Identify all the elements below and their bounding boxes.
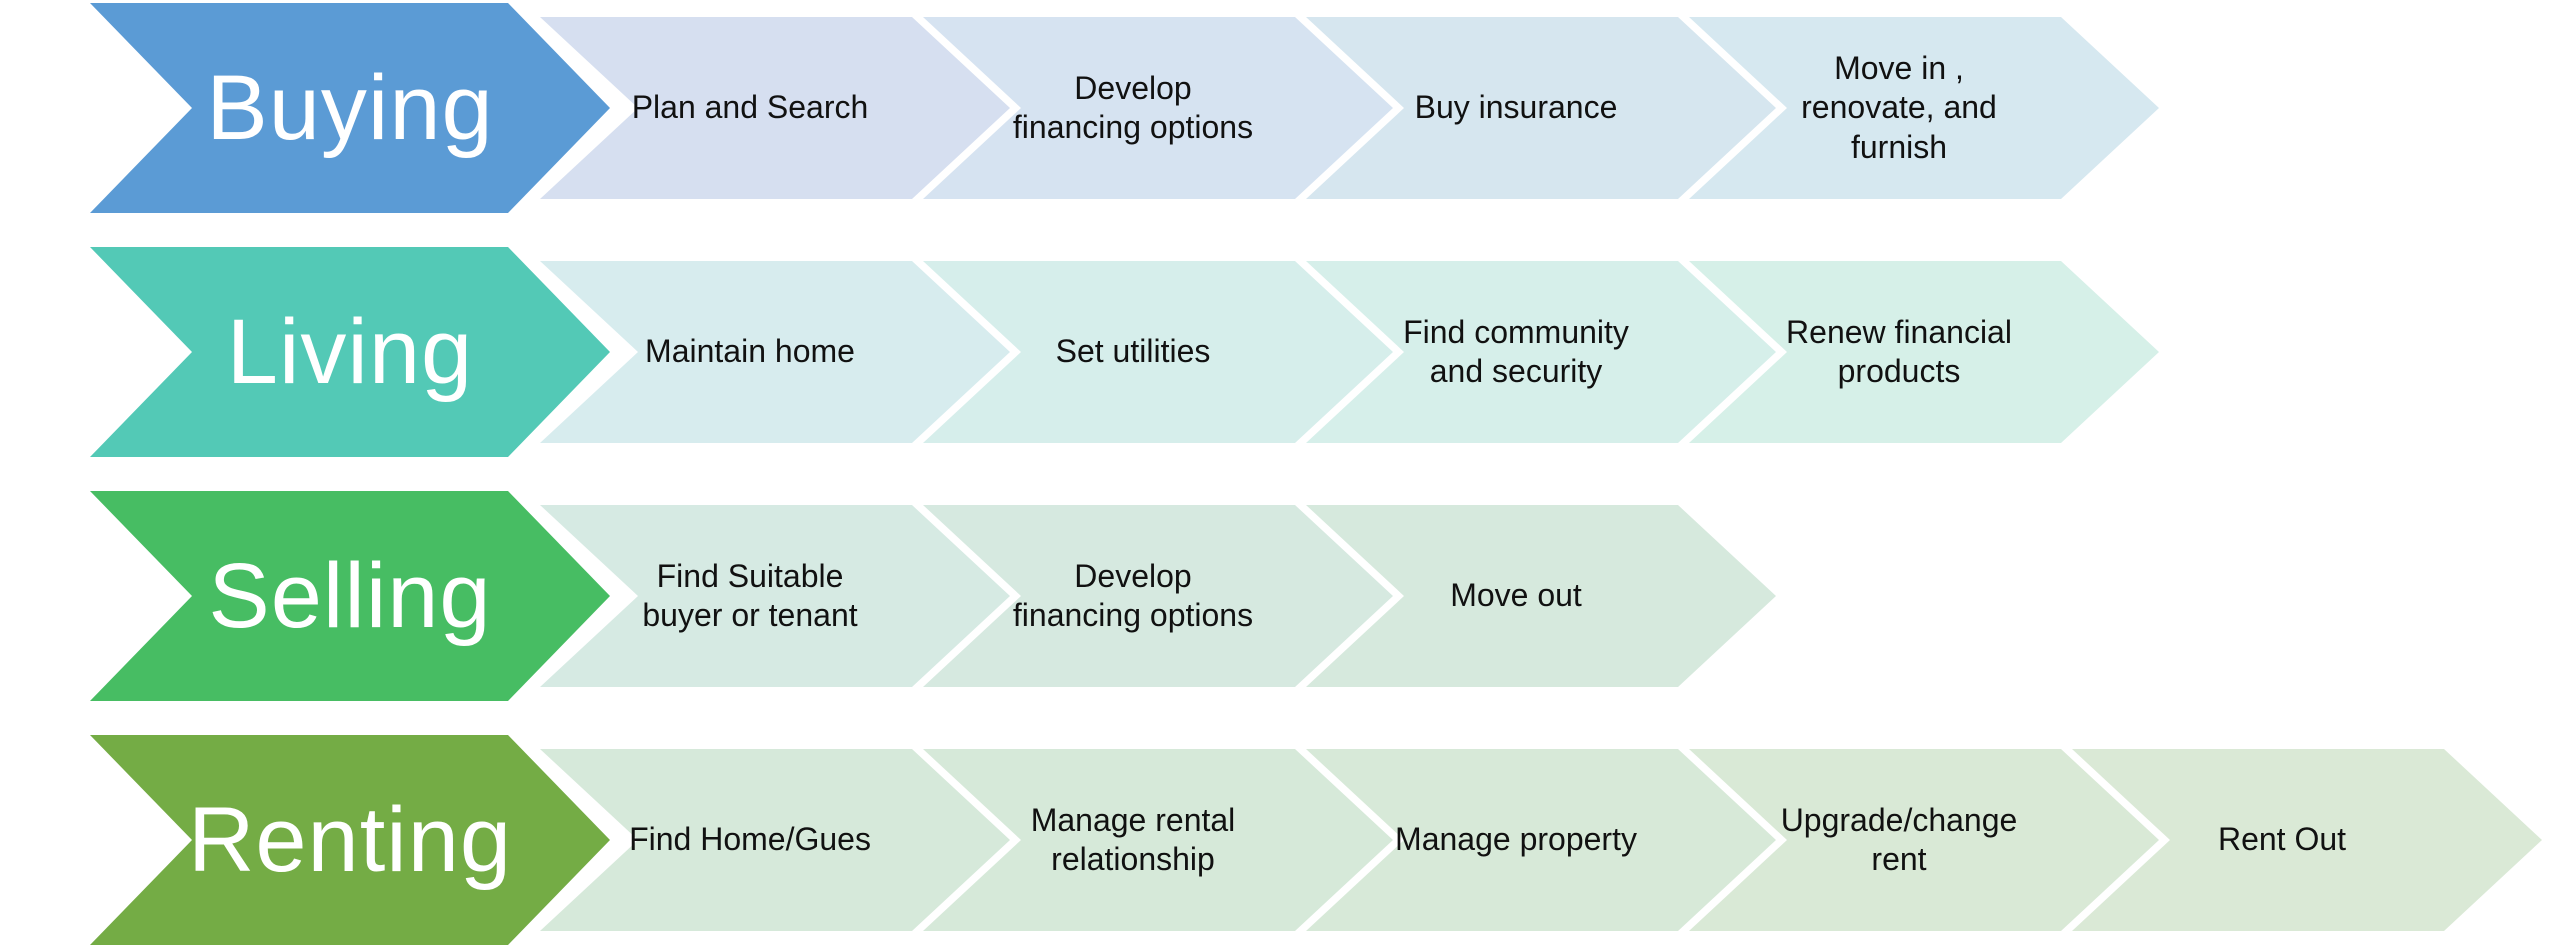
step-chevron: Maintain home bbox=[540, 261, 1010, 443]
stage-label: Buying bbox=[206, 56, 494, 159]
step-chevron-shape bbox=[1689, 261, 2159, 443]
stage-label: Selling bbox=[208, 544, 492, 647]
step-chevron: Develop financing options bbox=[923, 505, 1393, 687]
step-chevron-shape bbox=[1689, 749, 2159, 931]
row-living: Maintain home Set utilities Find community… bbox=[0, 247, 2560, 457]
step-label: Manage rental relationship bbox=[1030, 801, 1236, 877]
step-chevron-shape bbox=[923, 749, 1393, 931]
step-chevron: Renew financial products bbox=[1689, 261, 2159, 443]
step-chevron-shape bbox=[923, 505, 1393, 687]
step-chevron: Rent Out bbox=[2072, 749, 2542, 931]
step-label: Upgrade/change rent bbox=[1780, 801, 2018, 877]
step-chevron-shape bbox=[1306, 261, 1776, 443]
step-chevron: Manage property bbox=[1306, 749, 1776, 931]
step-label: Move in , renovate, and furnish bbox=[1801, 50, 1997, 165]
step-label: Rent Out bbox=[2217, 821, 2347, 858]
step-chevron: Find Home/Gues bbox=[540, 749, 1010, 931]
step-label: Find community and security bbox=[1403, 313, 1629, 389]
step-chevron: Upgrade/change rent bbox=[1689, 749, 2159, 931]
step-chevron: Find community and security bbox=[1306, 261, 1776, 443]
step-label: Maintain home bbox=[645, 333, 855, 370]
step-label: Move out bbox=[1450, 577, 1582, 614]
step-chevron: Set utilities bbox=[923, 261, 1393, 443]
step-chevron-shape bbox=[923, 261, 1393, 443]
step-label: Develop financing options bbox=[1012, 69, 1254, 145]
step-label: Set utilities bbox=[1055, 333, 1211, 370]
step-chevron-shape bbox=[1689, 17, 2159, 199]
step-label: Find Suitable buyer or tenant bbox=[642, 557, 858, 633]
step-label: Develop financing options bbox=[1012, 557, 1254, 633]
step-chevron: Manage rental relationship bbox=[923, 749, 1393, 931]
row-selling: Find Suitable buyer or tenant Develop fin… bbox=[0, 491, 2560, 701]
row-buying: Plan and Search Develop financing options… bbox=[0, 3, 2560, 213]
step-chevron: Buy insurance bbox=[1306, 17, 1776, 199]
stage-label: Living bbox=[226, 300, 474, 403]
step-label: Plan and Search bbox=[631, 89, 869, 126]
step-chevron-shape bbox=[1306, 749, 1776, 931]
step-chevron: Plan and Search bbox=[540, 17, 1010, 199]
row-renting: Find Home/Gues Manage rental relationship… bbox=[0, 735, 2560, 945]
step-label: Buy insurance bbox=[1414, 89, 1618, 126]
step-chevron-shape bbox=[540, 505, 1010, 687]
step-chevron-shape bbox=[540, 261, 1010, 443]
stage-chevron bbox=[90, 491, 610, 701]
step-chevron-shape bbox=[540, 17, 1010, 199]
stage-chevron bbox=[90, 247, 610, 457]
step-chevron: Move out bbox=[1306, 505, 1776, 687]
step-chevron-shape bbox=[923, 17, 1393, 199]
step-chevron: Find Suitable buyer or tenant bbox=[540, 505, 1010, 687]
step-label: Renew financial products bbox=[1786, 313, 2012, 389]
step-chevron-shape bbox=[1306, 17, 1776, 199]
step-chevron: Develop financing options bbox=[923, 17, 1393, 199]
step-chevron-shape bbox=[540, 749, 1010, 931]
stage-chevron bbox=[90, 735, 610, 945]
step-chevron-shape bbox=[2072, 749, 2542, 931]
step-label: Find Home/Gues bbox=[629, 821, 871, 858]
step-label: Manage property bbox=[1395, 821, 1637, 858]
step-chevron-shape bbox=[1306, 505, 1776, 687]
step-chevron: Move in , renovate, and furnish bbox=[1689, 17, 2159, 199]
stage-chevron bbox=[90, 3, 610, 213]
stage-label: Renting bbox=[187, 788, 513, 891]
